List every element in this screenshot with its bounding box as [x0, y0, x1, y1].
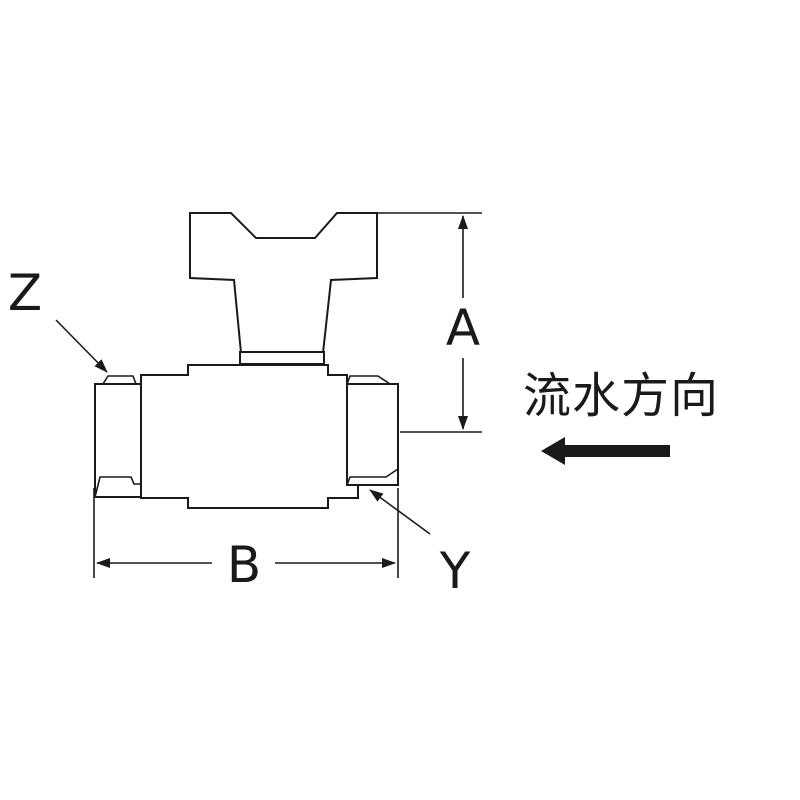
valve-drawing: [94, 212, 399, 509]
label-a: A: [446, 299, 480, 357]
right-nut-chamfer-bottom: [346, 468, 399, 486]
right-nut-chamfer-top: [346, 375, 398, 385]
valve-body: [140, 364, 359, 509]
right-union-nut: [346, 383, 399, 486]
valve-handle: [189, 212, 378, 354]
callout-y: Y: [369, 489, 471, 600]
valve-stem-collar: [239, 351, 325, 365]
label-y: Y: [439, 542, 471, 600]
dimension-a: A: [378, 212, 482, 433]
flow-direction-text: 流水方向: [523, 368, 719, 424]
callout-z: Z: [8, 264, 108, 373]
flow-arrow-icon: [541, 437, 670, 465]
left-nut-chamfer-bottom: [94, 476, 141, 498]
label-b: B: [227, 536, 261, 594]
label-z: Z: [8, 264, 42, 322]
z-leader-arrow: [55, 319, 108, 373]
dimension-b: B: [93, 488, 399, 594]
left-nut-chamfer-top: [95, 375, 137, 385]
y-leader-arrow: [369, 489, 431, 535]
flow-direction: 流水方向: [523, 368, 719, 465]
left-union-nut: [94, 383, 142, 498]
